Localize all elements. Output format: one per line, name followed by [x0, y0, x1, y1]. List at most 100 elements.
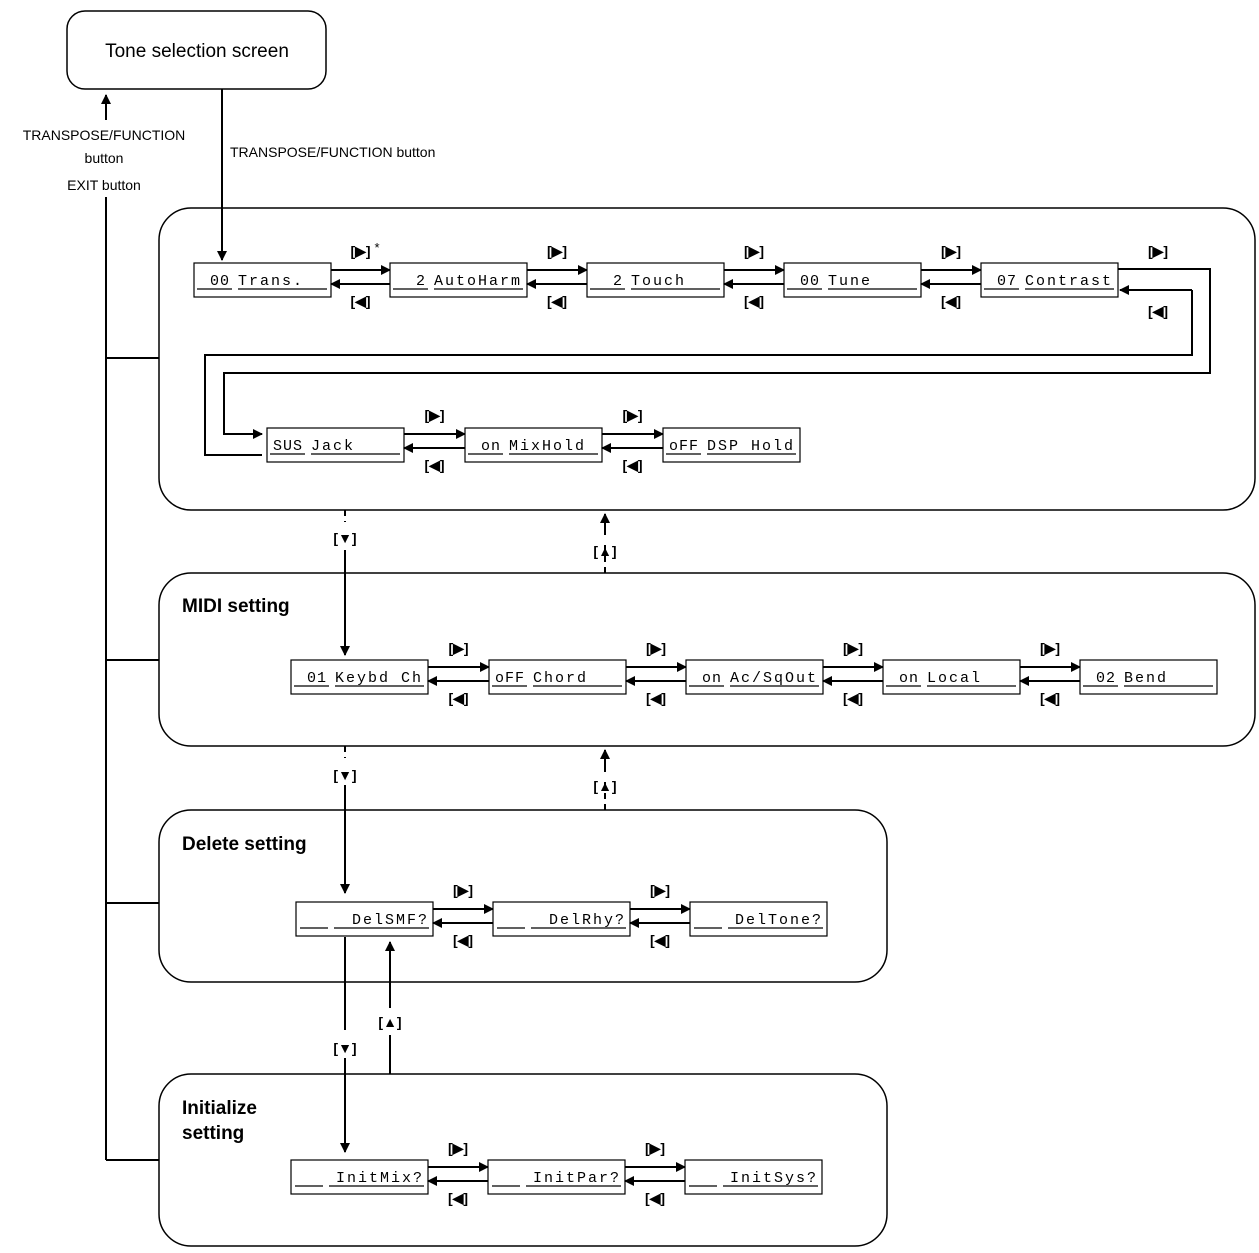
- lcd-func-0: 00 Trans.: [193, 262, 332, 298]
- up-key-label-3: [▲]: [378, 1014, 401, 1030]
- lcd-func2-0: SUS Jack: [266, 427, 405, 463]
- lcd-name: DSP Hold: [707, 438, 795, 455]
- lcd-name: DelSMF?: [352, 912, 429, 929]
- lcd-name: DelRhy?: [549, 912, 626, 929]
- entry-label: TRANSPOSE/FUNCTION button: [230, 144, 435, 160]
- lcd-name: InitPar?: [533, 1170, 621, 1187]
- left-key-label: [◀]: [547, 293, 567, 309]
- lcd-name: Tune: [828, 273, 872, 290]
- lcd-delete-2: DelTone?: [689, 901, 828, 937]
- left-key-label: [◀]: [645, 1190, 665, 1206]
- left-label-line1: TRANSPOSE/FUNCTION: [23, 127, 186, 143]
- lcd-init-0: InitMix?: [290, 1159, 429, 1195]
- lcd-value: oFF: [669, 438, 699, 455]
- down-key-label-2: [▼]: [333, 767, 356, 783]
- right-key-label: [▶]: [453, 882, 473, 898]
- asterisk-note: *: [375, 240, 380, 255]
- nav-arrow-pair: [▶][◀]: [625, 640, 687, 706]
- left-key-label: [◀]: [622, 457, 642, 473]
- lcd-name: DelTone?: [735, 912, 823, 929]
- nav-arrow-pair: [▶][◀]: [624, 1140, 686, 1206]
- nav-arrow-pair: [▶] [◀]: [822, 640, 884, 706]
- lcd-name: Jack: [311, 438, 355, 455]
- left-key-label: [◀]: [843, 690, 863, 706]
- lcd-name: InitSys?: [730, 1170, 818, 1187]
- left-key-label: [◀]: [744, 293, 764, 309]
- right-key-label: [▶]: [448, 640, 468, 656]
- lcd-name: Touch: [631, 273, 686, 290]
- left-key-label: [◀]: [424, 457, 444, 473]
- right-key-label: [▶]: [843, 640, 863, 656]
- lcd-name: Keybd Ch: [335, 670, 423, 687]
- lcd-value: on: [481, 438, 501, 455]
- lcd-value: oFF: [495, 670, 525, 687]
- left-label-line2: button: [85, 150, 124, 166]
- nav-arrow-pair: [▶] [◀]: [526, 243, 588, 309]
- nav-arrow-pair: [▶] [◀]: [1019, 640, 1081, 706]
- tone-screen-label: Tone selection screen: [105, 41, 289, 62]
- lcd-name: Local: [927, 670, 982, 687]
- left-label-line3: EXIT button: [67, 177, 141, 193]
- lcd-init-1: InitPar?: [487, 1159, 626, 1195]
- right-key-label: [▶]: [622, 407, 642, 423]
- lcd-name: Ac/SqOut: [730, 670, 818, 687]
- tone-screen-box: [66, 10, 327, 90]
- lcd-name: Bend: [1124, 670, 1168, 687]
- lcd-midi-1: oFF Chord: [488, 659, 627, 695]
- left-key-label: [◀]: [941, 293, 961, 309]
- lcd-func-4: 07 Contrast: [980, 262, 1119, 298]
- nav-arrow-pair: [▶] [◀]: [432, 882, 494, 948]
- lcd-value: 00: [800, 273, 820, 290]
- nav-arrow-pair: [▶][◀]: [427, 1140, 489, 1206]
- down-key-label-3: [▼]: [333, 1040, 356, 1056]
- delete-group-frame: [158, 809, 888, 983]
- wrap-right-key-label: [▶]: [1148, 243, 1168, 259]
- lcd-func-3: 00 Tune: [783, 262, 922, 298]
- left-key-label: [◀]: [646, 690, 666, 706]
- nav-arrow-pair: [▶] [◀]: [723, 243, 785, 309]
- right-key-label: [▶]: [744, 243, 764, 259]
- nav-arrow-pair: [▶] [◀]: [427, 640, 490, 706]
- lcd-name: MixHold: [509, 438, 586, 455]
- lcd-value: 00: [210, 273, 230, 290]
- lcd-value: on: [899, 670, 919, 687]
- lcd-name: AutoHarm: [434, 273, 522, 290]
- lcd-value: on: [702, 670, 722, 687]
- lcd-func-2: 2 Touch: [586, 262, 725, 298]
- lcd-func2-1: on MixHold: [464, 427, 603, 463]
- nav-arrow-pair: [▶][◀]: [629, 882, 691, 948]
- midi-group-title: MIDI setting: [182, 596, 290, 617]
- lcd-name: InitMix?: [336, 1170, 424, 1187]
- lcd-name: Chord: [533, 670, 588, 687]
- left-key-label: [◀]: [448, 690, 468, 706]
- up-key-label-2: [▲]: [593, 778, 616, 794]
- delete-group-title: Delete setting: [182, 834, 307, 855]
- left-key-label: [◀]: [650, 932, 670, 948]
- lcd-value: 07: [997, 273, 1017, 290]
- lcd-delete-1: DelRhy?: [492, 901, 631, 937]
- lcd-value: 2: [613, 273, 623, 290]
- left-key-label: [◀]: [1040, 690, 1060, 706]
- right-key-label: [▶]: [547, 243, 567, 259]
- lcd-midi-3: on Local: [882, 659, 1021, 695]
- left-key-label: [◀]: [350, 293, 370, 309]
- lcd-midi-4: 02 Bend: [1079, 659, 1218, 695]
- lcd-name: Trans.: [238, 273, 304, 290]
- right-key-label: [▶]: [941, 243, 961, 259]
- left-key-label: [◀]: [453, 932, 473, 948]
- group-connectors: [340, 510, 610, 1153]
- lcd-value: SUS: [273, 438, 303, 455]
- lcd-value: 02: [1096, 670, 1116, 687]
- nav-arrow-pair: [▶] [◀]: [403, 407, 466, 473]
- row-wrap-connector: [204, 268, 1211, 456]
- wrap-left-key-label: [◀]: [1148, 303, 1168, 319]
- left-key-label: [◀]: [448, 1190, 468, 1206]
- right-key-label: [▶]: [1040, 640, 1060, 656]
- down-key-label-1: [▼]: [333, 530, 356, 546]
- nav-arrow-pair: [▶] [◀]: [601, 407, 664, 473]
- right-key-label: [▶]: [424, 407, 444, 423]
- lcd-name: Contrast: [1025, 273, 1113, 290]
